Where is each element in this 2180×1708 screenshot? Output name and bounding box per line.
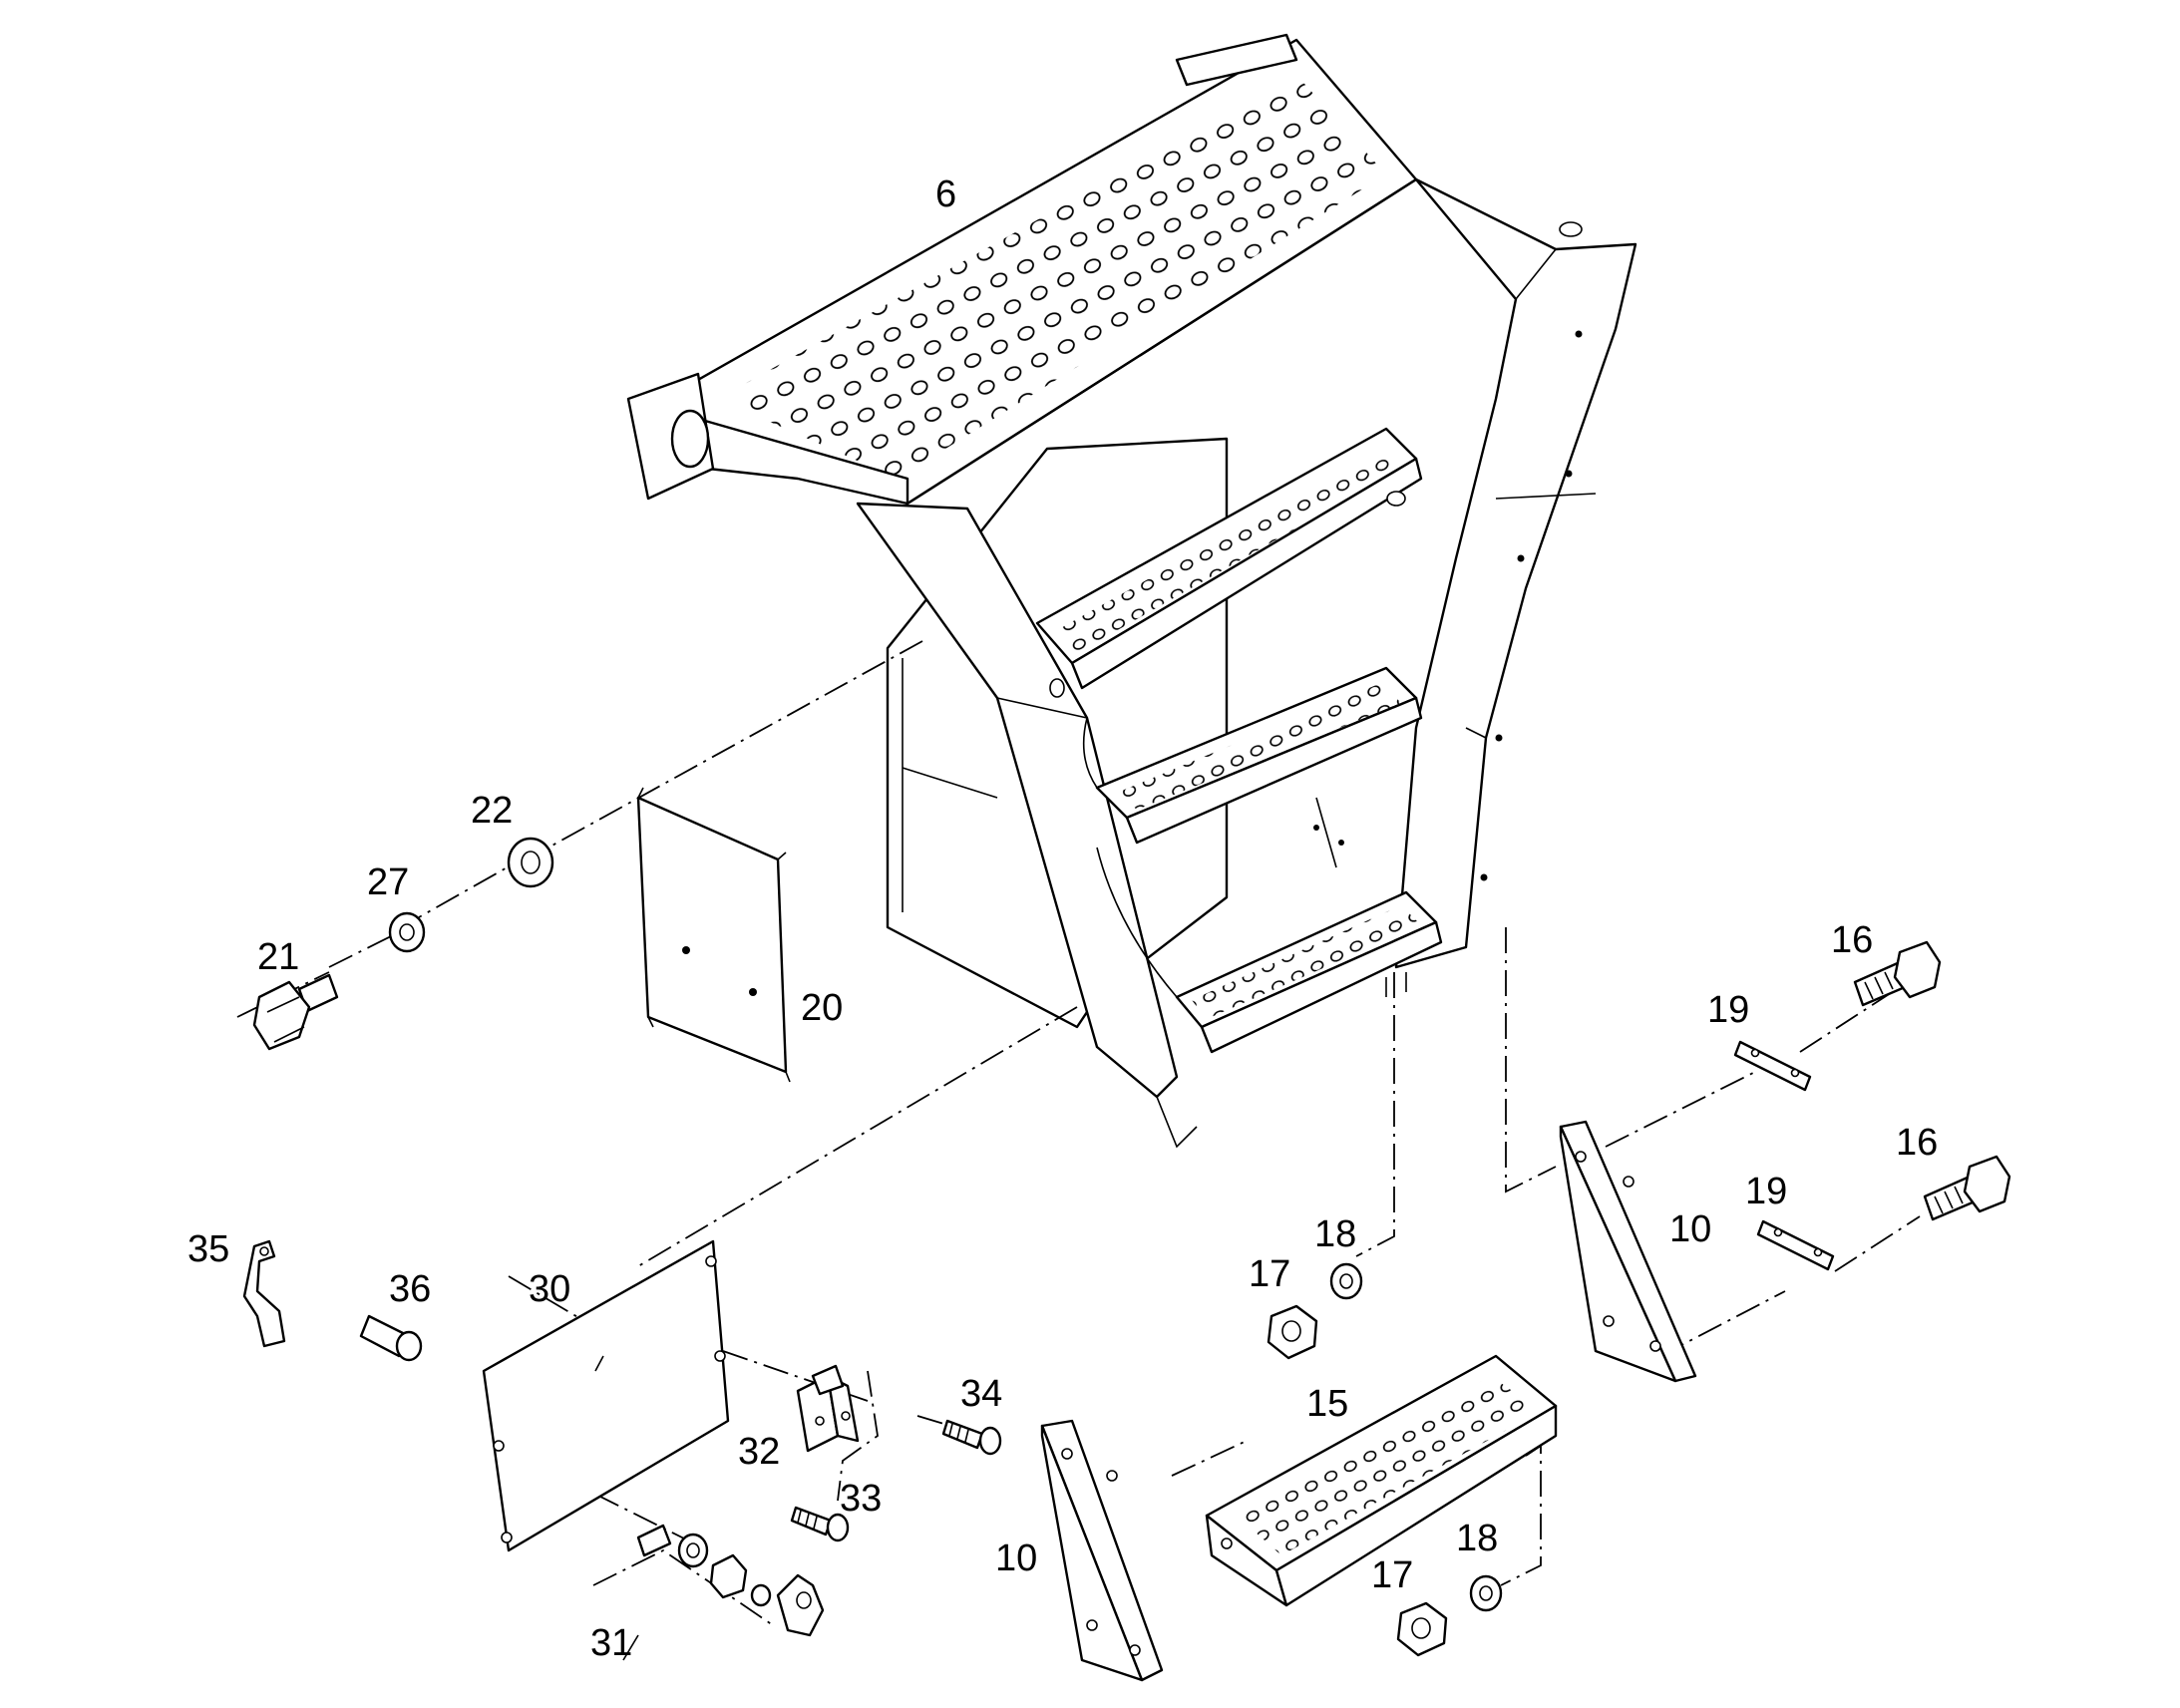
assembly-leader-lines [236, 640, 1921, 1626]
part-20-plate [636, 787, 791, 1083]
part-16-bolt-lower [1923, 1155, 2011, 1221]
part-16-bolt-upper [1853, 940, 1942, 1007]
callout-18-lower: 18 [1456, 1518, 1498, 1559]
callout-33: 33 [840, 1478, 882, 1520]
part-32-hinge-bracket [796, 1364, 860, 1453]
part-10-side-plate-right [1559, 1120, 1697, 1383]
part-10-side-plate-left [1040, 1419, 1164, 1682]
part-30-cover-plate [482, 1239, 730, 1552]
callout-31: 31 [590, 1622, 632, 1664]
part-15-step [1205, 1354, 1558, 1607]
callout-17-upper: 17 [1249, 1253, 1290, 1295]
callout-16-lower: 16 [1896, 1122, 1938, 1164]
part-18-washer-upper [1329, 1262, 1363, 1300]
callout-18-upper: 18 [1314, 1213, 1356, 1255]
part-17-nut-upper [1267, 1304, 1318, 1360]
callout-32: 32 [738, 1431, 780, 1473]
callout-10-left: 10 [995, 1537, 1037, 1579]
callout-22: 22 [471, 790, 513, 832]
callout-19-upper: 19 [1707, 989, 1749, 1031]
part-31-lamp-set [636, 1524, 825, 1637]
callout-19-lower: 19 [1745, 1171, 1787, 1212]
callout-21: 21 [257, 936, 299, 978]
callout-ticks [594, 1355, 639, 1661]
part-27-washer [388, 911, 426, 953]
part-19-plate-lower [1756, 1219, 1835, 1271]
part-21-bolt [252, 973, 339, 1051]
callout-30: 30 [529, 1268, 570, 1310]
part-17-nut-lower [1396, 1601, 1448, 1657]
part-18-washer-lower [1469, 1574, 1503, 1612]
part-19-plate-upper [1733, 1040, 1812, 1092]
part-33-screw [790, 1506, 850, 1542]
callout-10-right: 10 [1669, 1208, 1711, 1250]
callout-35: 35 [187, 1228, 229, 1270]
part-22-washer [507, 837, 554, 888]
callout-34: 34 [960, 1373, 1002, 1415]
callout-17-lower: 17 [1371, 1554, 1413, 1596]
callout-15: 15 [1306, 1383, 1348, 1425]
callout-36: 36 [389, 1268, 431, 1310]
part-36-pin [359, 1314, 423, 1362]
part-35-clip [242, 1239, 286, 1348]
ladder-assembly [626, 33, 1637, 1149]
callout-16-upper: 16 [1831, 919, 1873, 961]
part-34-screw [941, 1419, 1002, 1456]
callout-6: 6 [935, 173, 956, 215]
callout-labels: 6 22 27 21 20 16 19 16 19 10 18 17 35 36… [187, 173, 1938, 1664]
callout-20: 20 [801, 987, 843, 1029]
callout-27: 27 [367, 861, 409, 903]
